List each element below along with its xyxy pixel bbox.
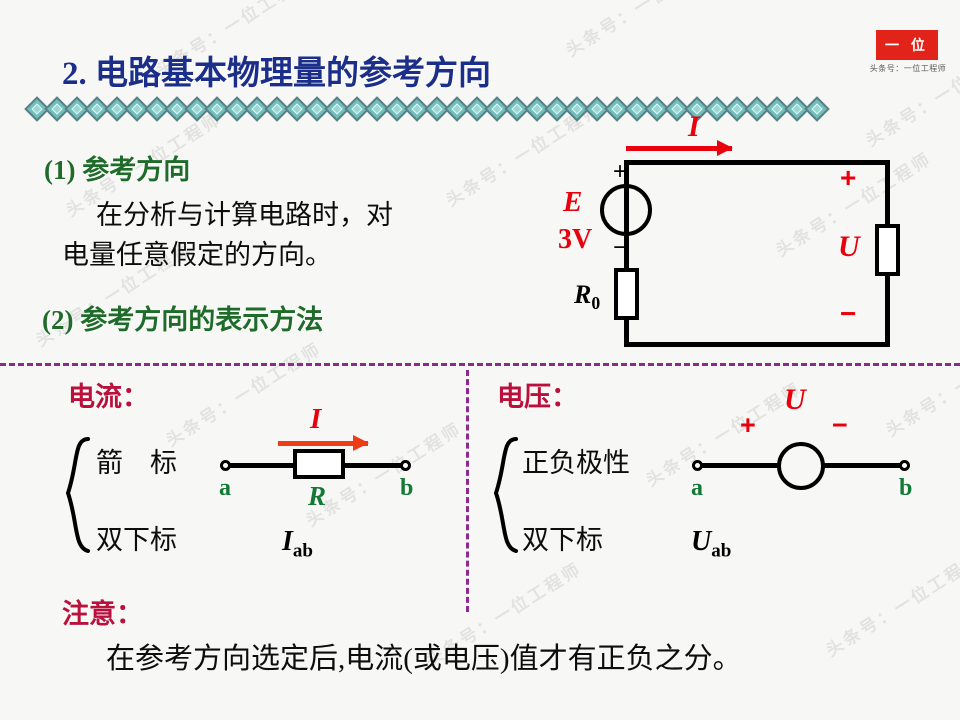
voltage-double-subscript-letter: U: [691, 526, 712, 557]
current-terminal-b-label: b: [400, 475, 414, 501]
section-1-body-line-2: 电量任意假定的方向。: [62, 240, 332, 270]
brand-logo-text: 一 位: [885, 37, 929, 53]
voltage-panel: 电压： 正负极性 双下标 a b U + − Uab: [466, 363, 960, 613]
voltage-method-2: 双下标: [522, 525, 603, 555]
voltage-methods-brace: [493, 437, 518, 553]
load-resistor-symbol: [875, 224, 900, 276]
load-minus-sign: −: [840, 298, 857, 329]
voltage-element-label: U: [784, 383, 806, 416]
circuit-wire-left: [624, 160, 629, 346]
current-direction-arrow: [278, 435, 369, 451]
main-current-arrow: [626, 140, 733, 156]
load-voltage-label: U: [838, 230, 860, 263]
current-resistor-label: R: [308, 481, 327, 511]
internal-resistor-label: R0: [574, 280, 600, 314]
load-plus-sign: +: [840, 162, 857, 193]
page-title-number: 2.: [62, 56, 87, 92]
circuit-wire-top: [624, 160, 890, 165]
current-panel-title: 电流：: [68, 382, 149, 412]
section-2-heading: (2) 参考方向的表示方法: [42, 305, 324, 335]
main-current-label: I: [688, 110, 700, 143]
voltage-double-subscript-label: Uab: [691, 526, 731, 563]
voltage-source-symbol: [600, 184, 652, 236]
current-method-1: 箭 标: [96, 448, 177, 478]
horizontal-separator: [0, 363, 960, 366]
source-plus-sign: +: [613, 158, 628, 185]
page-title-text: 电路基本物理量的参考方向: [95, 56, 491, 92]
voltage-terminal-b-node: [899, 460, 910, 471]
page-title: 2. 电路基本物理量的参考方向: [62, 46, 491, 94]
current-double-subscript-sub: ab: [292, 540, 314, 562]
internal-resistor-symbol: [614, 268, 639, 320]
section-1-heading: (1) 参考方向: [44, 155, 191, 185]
source-value-label: 3V: [558, 224, 593, 255]
voltage-panel-title: 电压：: [497, 382, 578, 412]
current-resistor-symbol: [293, 449, 345, 479]
current-terminal-a-label: a: [219, 475, 231, 501]
note-text: 在参考方向选定后,电流(或电压)值才有正负之分。: [106, 643, 742, 675]
voltage-method-1: 正负极性: [522, 448, 630, 478]
circuit-wire-bottom: [624, 342, 890, 347]
voltage-double-subscript-sub: ab: [711, 540, 732, 562]
source-emf-label: E: [563, 186, 583, 218]
voltage-plus-sign: +: [740, 410, 756, 440]
current-double-subscript-letter: I: [282, 526, 293, 557]
voltage-terminal-a-label: a: [691, 475, 703, 501]
current-panel: 电流： 箭 标 双下标 I a b R Iab: [0, 363, 466, 613]
voltage-minus-sign: −: [832, 410, 848, 440]
voltage-terminal-b-label: b: [899, 475, 913, 501]
current-terminal-a-node: [220, 460, 231, 471]
watermark: 头条号：一位工程师: [562, 0, 726, 61]
brand-caption: 头条号：一位工程师: [869, 64, 947, 73]
current-double-subscript-label: Iab: [282, 526, 313, 563]
vertical-separator: [466, 370, 469, 612]
section-1-body-line-1: 在分析与计算电路时，对: [96, 200, 393, 230]
source-minus-sign: −: [613, 234, 628, 261]
current-terminal-b-node: [400, 460, 411, 471]
main-circuit-diagram: I E 3V + − R0 + U −: [558, 100, 960, 362]
voltage-terminal-a-node: [692, 460, 703, 471]
internal-resistor-subscript: 0: [591, 293, 601, 314]
voltage-element-symbol: [777, 442, 825, 490]
note-title: 注意：: [62, 599, 143, 629]
current-method-2: 双下标: [96, 525, 177, 555]
brand-logo-badge: 一 位: [876, 30, 938, 60]
internal-resistor-letter: R: [574, 280, 592, 309]
current-arrow-label: I: [310, 403, 322, 435]
current-methods-brace: [65, 437, 90, 553]
